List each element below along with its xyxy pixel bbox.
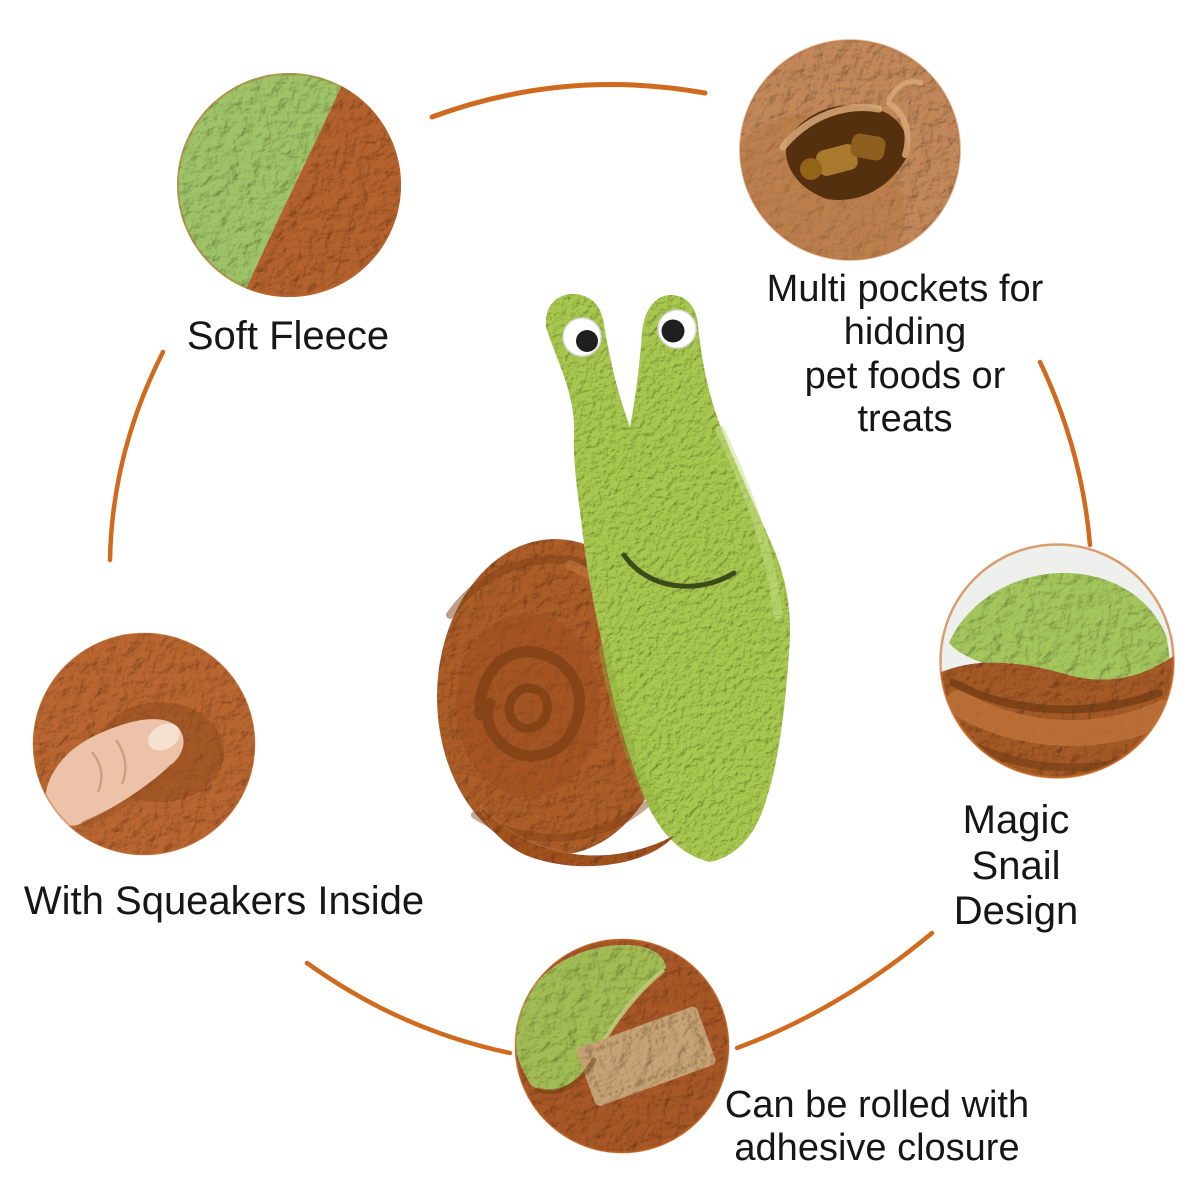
- callout-label-multi-pockets: Multi pockets for hidding pet foods or t…: [766, 268, 1044, 440]
- snail-roll-front-edge: [480, 805, 675, 867]
- snail-toy-illustration: [437, 293, 791, 867]
- arc-right: [1037, 359, 1093, 548]
- photo-squeaker-press: [32, 632, 256, 856]
- velcro-strip: [577, 1006, 716, 1106]
- finger: [45, 719, 184, 826]
- callout-label-magic-snail: Magic Snail Design: [953, 798, 1079, 934]
- photo-soft-fleece: [177, 73, 401, 297]
- arc-bottom-right: [734, 930, 935, 1051]
- treat-pieces: [800, 133, 886, 180]
- arc-bottom-left: [304, 960, 513, 1056]
- arc-top: [429, 82, 708, 120]
- callout-label-soft-fleece: Soft Fleece: [186, 314, 390, 358]
- callout-label-adhesive: Can be rolled with adhesive closure: [724, 1084, 1030, 1170]
- arc-left: [107, 349, 166, 563]
- snail-right-eye: [657, 309, 697, 349]
- snail-left-eye: [562, 317, 602, 357]
- snail-smile: [621, 552, 737, 589]
- photo-rolled-snail: [939, 543, 1175, 779]
- photo-adhesive-closure: [514, 938, 730, 1154]
- callout-label-squeakers: With Squeakers Inside: [23, 879, 425, 923]
- snail-green-body: [545, 293, 791, 862]
- photo-pocket-treats: [739, 39, 961, 261]
